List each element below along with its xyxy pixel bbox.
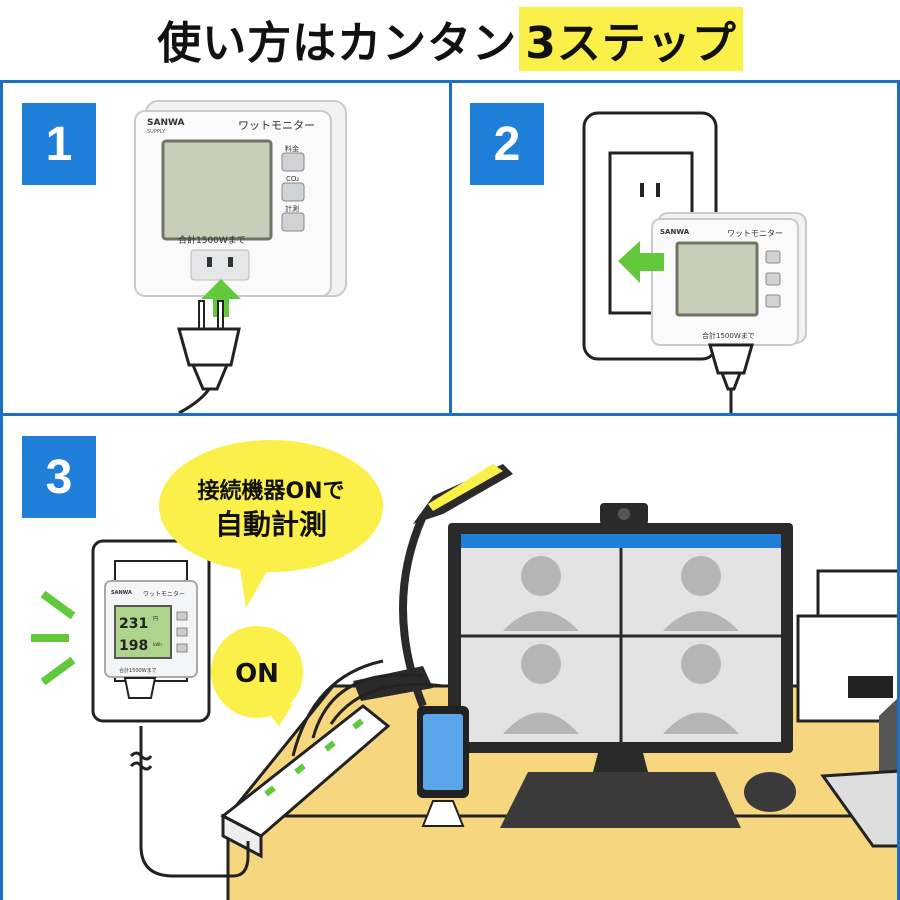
watt-monitor-device: SANWA SUPPLY ワットモニター 料金 CO₂ 計測 合計1500Wまで: [134, 100, 347, 297]
step-3-badge: 3: [22, 436, 96, 518]
step-2-illustration: SANWA ワットモニター 合計1500Wまで: [582, 111, 807, 413]
step-1-illustration: SANWA SUPPLY ワットモニター 料金 CO₂ 計測 合計1500Wまで: [134, 100, 347, 413]
button-co2-label: CO₂: [286, 175, 299, 183]
speech-bubble: 接続機器ONで 自動計測: [159, 440, 383, 608]
button-fee-label: 料金: [285, 144, 299, 153]
device-limit-label: 合計1500Wまで: [702, 331, 755, 340]
device-name: ワットモニター: [143, 590, 185, 598]
watt-monitor-device: SANWA ワットモニター 合計1500Wまで: [651, 212, 807, 346]
step-3-panel: 3: [0, 413, 900, 900]
step-1-panel: 1 SANWA SUPPLY ワットモニター 料金 CO₂ 計測 合計1500W…: [0, 80, 452, 416]
title-highlight: 3ステップ: [519, 7, 743, 71]
display-unit1: 円: [153, 616, 158, 622]
button-co2: [281, 182, 305, 202]
button-measure: [281, 212, 305, 232]
step-3-number: 3: [45, 450, 73, 504]
step-1-number: 1: [45, 117, 73, 171]
device-brand: SANWA: [660, 228, 690, 236]
button-measure-label: 計測: [285, 204, 299, 213]
activity-lines-icon: [31, 590, 76, 686]
desk-lamp: [353, 464, 513, 708]
device-name: ワットモニター: [238, 119, 315, 132]
step-3-illustration: SANWA ワットモニター 231 円 198 kWh 合計1500Wまで 接続…: [31, 440, 897, 900]
smartphone: [417, 706, 469, 827]
bubble-line2: 自動計測: [215, 508, 327, 541]
left-arrow-icon: [618, 241, 664, 283]
printer: [796, 569, 897, 723]
device-brand-sub: SUPPLY: [147, 129, 166, 135]
display-line2: 198: [119, 638, 148, 654]
lcd-display: [675, 241, 759, 317]
keyboard: [500, 772, 741, 828]
title-main: 使い方はカンタン: [157, 18, 518, 69]
device-limit-label: 合計1500Wまで: [178, 234, 246, 246]
monitor: [448, 503, 793, 803]
bubble-line1: 接続機器ONで: [197, 478, 344, 504]
plug-icon: [708, 343, 754, 413]
lcd-display-lit: [114, 605, 172, 659]
lcd-display: [161, 139, 273, 241]
display-line1: 231: [119, 616, 148, 632]
device-name: ワットモニター: [727, 229, 783, 238]
device-brand: SANWA: [147, 118, 185, 128]
up-arrow-icon: [201, 279, 241, 317]
power-strip: [220, 704, 391, 859]
strip-switch-icons: [264, 718, 364, 797]
mouse: [744, 772, 796, 812]
display-unit2: kWh: [153, 642, 162, 647]
device-limit-label: 合計1500Wまで: [119, 667, 157, 674]
outlet: [190, 249, 250, 281]
step-1-badge: 1: [22, 103, 96, 185]
wall-plate-with-monitor: SANWA ワットモニター 231 円 198 kWh 合計1500Wまで: [91, 539, 211, 771]
on-label: ON: [235, 659, 279, 689]
plug-icon: [177, 300, 241, 413]
on-bubble: ON: [211, 626, 303, 726]
step-2-badge: 2: [470, 103, 544, 185]
video-participant-icons: [503, 556, 739, 734]
laptop: [820, 698, 897, 848]
step-2-number: 2: [493, 117, 521, 171]
button-fee: [281, 152, 305, 172]
device-brand: SANWA: [111, 590, 132, 596]
plug-icon: [123, 677, 157, 699]
step-2-panel: 2 SANWA ワットモニター 合計1500Wまで: [449, 80, 900, 416]
